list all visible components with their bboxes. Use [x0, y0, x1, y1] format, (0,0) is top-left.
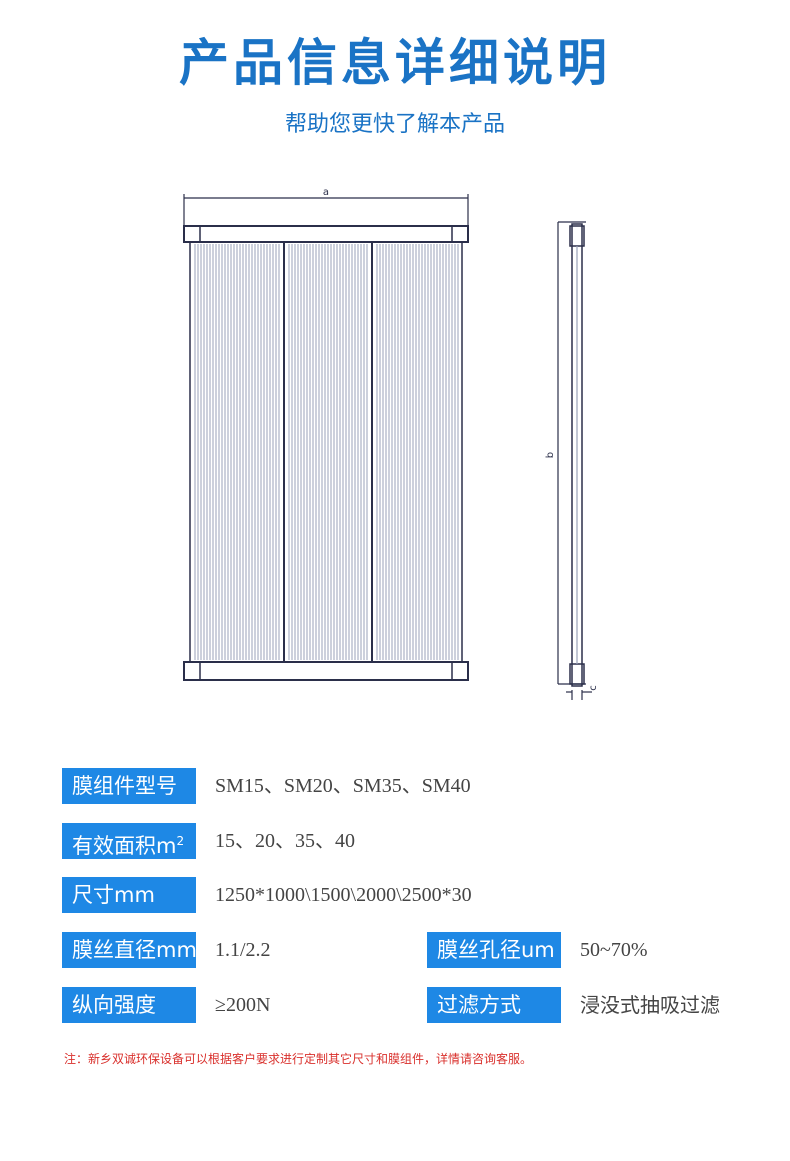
spec-pore-size-label: 膜丝孔径um	[427, 932, 561, 968]
dim-c-label: c	[588, 685, 599, 691]
spec-filtration-label: 过滤方式	[427, 987, 561, 1023]
membrane-module-drawing: a b c	[183, 187, 599, 700]
spec-tensile-label: 纵向强度	[62, 987, 196, 1023]
spec-model-label: 膜组件型号	[62, 768, 196, 804]
dim-a-label: a	[323, 187, 329, 198]
spec-filtration-value: 浸没式抽吸过滤	[580, 993, 720, 1017]
spec-pore-size-value: 50~70%	[580, 939, 648, 961]
page-title: 产品信息详细说明	[179, 34, 611, 92]
spec-model-value: SM15、SM20、SM35、SM40	[215, 775, 471, 797]
spec-tensile-value: ≥200N	[215, 994, 271, 1016]
spec-fiber-diameter-value: 1.1/2.2	[215, 939, 271, 961]
page-subtitle: 帮助您更快了解本产品	[284, 112, 505, 137]
spec-size-value: 1250*1000\1500\2000\2500*30	[215, 884, 472, 906]
spec-area-value: 15、20、35、40	[215, 830, 355, 852]
footnote: 注：新乡双诚环保设备可以根据客户要求进行定制其它尺寸和膜组件，详情请咨询客服。	[64, 1052, 533, 1066]
spec-fiber-diameter-label: 膜丝直径mm	[62, 932, 196, 968]
dim-b-label: b	[545, 452, 556, 458]
spec-size-label: 尺寸mm	[62, 877, 196, 913]
spec-area-label: 有效面积m2	[62, 823, 196, 859]
